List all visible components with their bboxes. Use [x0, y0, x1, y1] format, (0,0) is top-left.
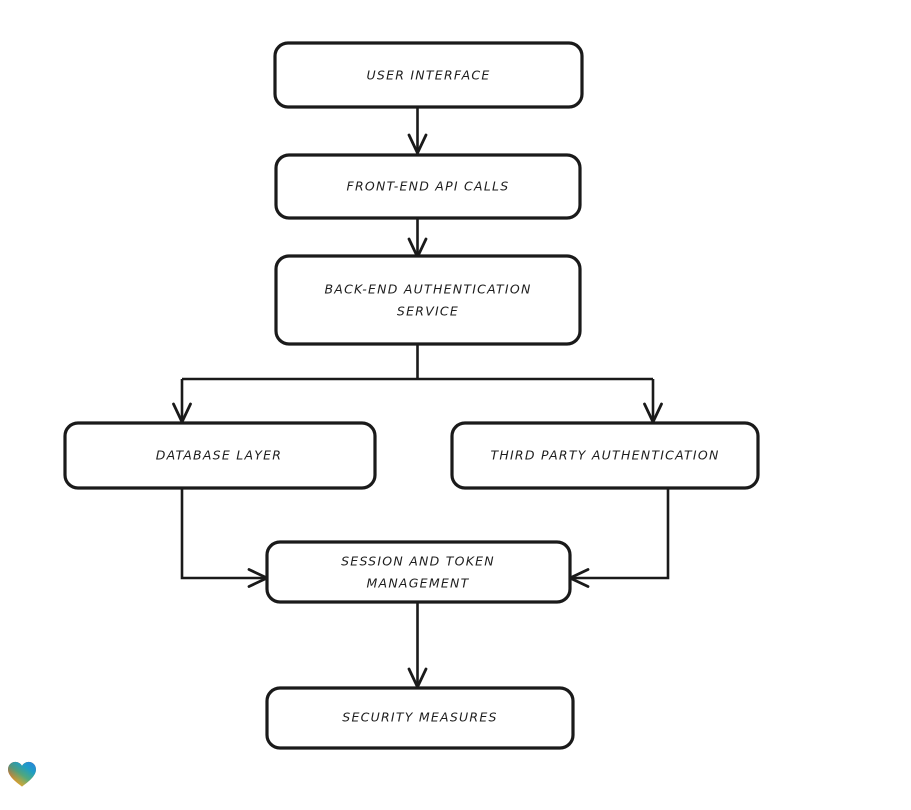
node-security-measures-label: SECURITY MEASURES [342, 710, 497, 725]
node-front-end-api-calls-label: FRONT-END API CALLS [347, 179, 510, 194]
edge-back-end-auth-service-to-database-layer [172, 379, 192, 424]
heart-icon[interactable] [7, 760, 37, 788]
node-security-measures-shape[interactable] [265, 686, 575, 750]
edge-user-interface-to-front-end-api-calls [407, 107, 428, 155]
node-front-end-api-calls-shape[interactable] [274, 153, 582, 220]
node-database-layer-label: DATABASE LAYER [156, 448, 282, 463]
node-session-token-management-shape[interactable] [265, 540, 572, 604]
node-database-layer-shape[interactable] [63, 421, 377, 490]
edge-session-token-management-to-security-measures [407, 602, 428, 689]
node-session-token-management[interactable]: SESSION AND TOKEN MANAGEMENT [265, 540, 572, 604]
node-front-end-api-calls[interactable]: FRONT-END API CALLS [274, 153, 582, 220]
node-user-interface-shape[interactable] [273, 41, 584, 109]
node-back-end-auth-service[interactable]: BACK-END AUTHENTICATION SERVICE [274, 254, 582, 346]
node-user-interface-label: USER INTERFACE [366, 68, 490, 83]
node-back-end-auth-service-label-line2: SERVICE [397, 304, 459, 319]
node-third-party-auth-label: THIRD PARTY AUTHENTICATION [490, 448, 719, 463]
edge-back-end-auth-service-split-bus [182, 344, 653, 381]
node-back-end-auth-service-shape[interactable] [274, 254, 582, 346]
edge-third-party-auth-to-session-token-management [568, 488, 670, 588]
edge-back-end-auth-service-to-third-party-auth [643, 379, 663, 424]
node-session-token-management-label-line2: MANAGEMENT [367, 576, 470, 591]
node-third-party-auth[interactable]: THIRD PARTY AUTHENTICATION [450, 421, 760, 490]
heart-icon-overlay [8, 761, 36, 787]
node-session-token-management-label-line1: SESSION AND TOKEN [341, 554, 495, 569]
node-third-party-auth-shape[interactable] [450, 421, 760, 490]
node-user-interface[interactable]: USER INTERFACE [273, 41, 584, 109]
edge-database-layer-to-session-token-management [180, 488, 269, 588]
node-database-layer[interactable]: DATABASE LAYER [63, 421, 377, 490]
edge-front-end-api-calls-to-back-end-auth-service [407, 218, 428, 259]
node-back-end-auth-service-label-line1: BACK-END AUTHENTICATION [324, 282, 531, 297]
node-security-measures[interactable]: SECURITY MEASURES [265, 686, 575, 750]
